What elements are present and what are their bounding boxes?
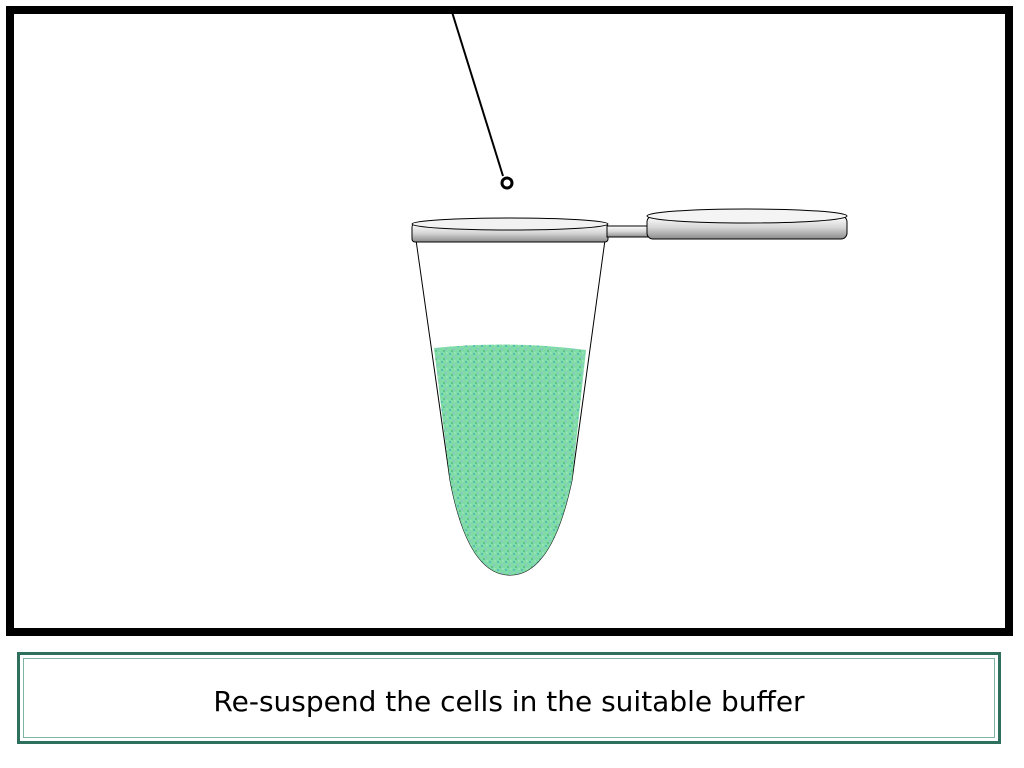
tube-liquid [434,344,586,575]
cap-hinge [606,225,652,238]
pipette-tip-icon [500,176,514,190]
tube-rim-top [411,217,609,231]
caption-box: Re-suspend the cells in the suitable buf… [17,652,1001,744]
tube-lid-top [646,208,848,224]
pipette-line [451,11,504,177]
caption-text: Re-suspend the cells in the suitable buf… [213,684,805,718]
illustration-panel [6,6,1013,636]
